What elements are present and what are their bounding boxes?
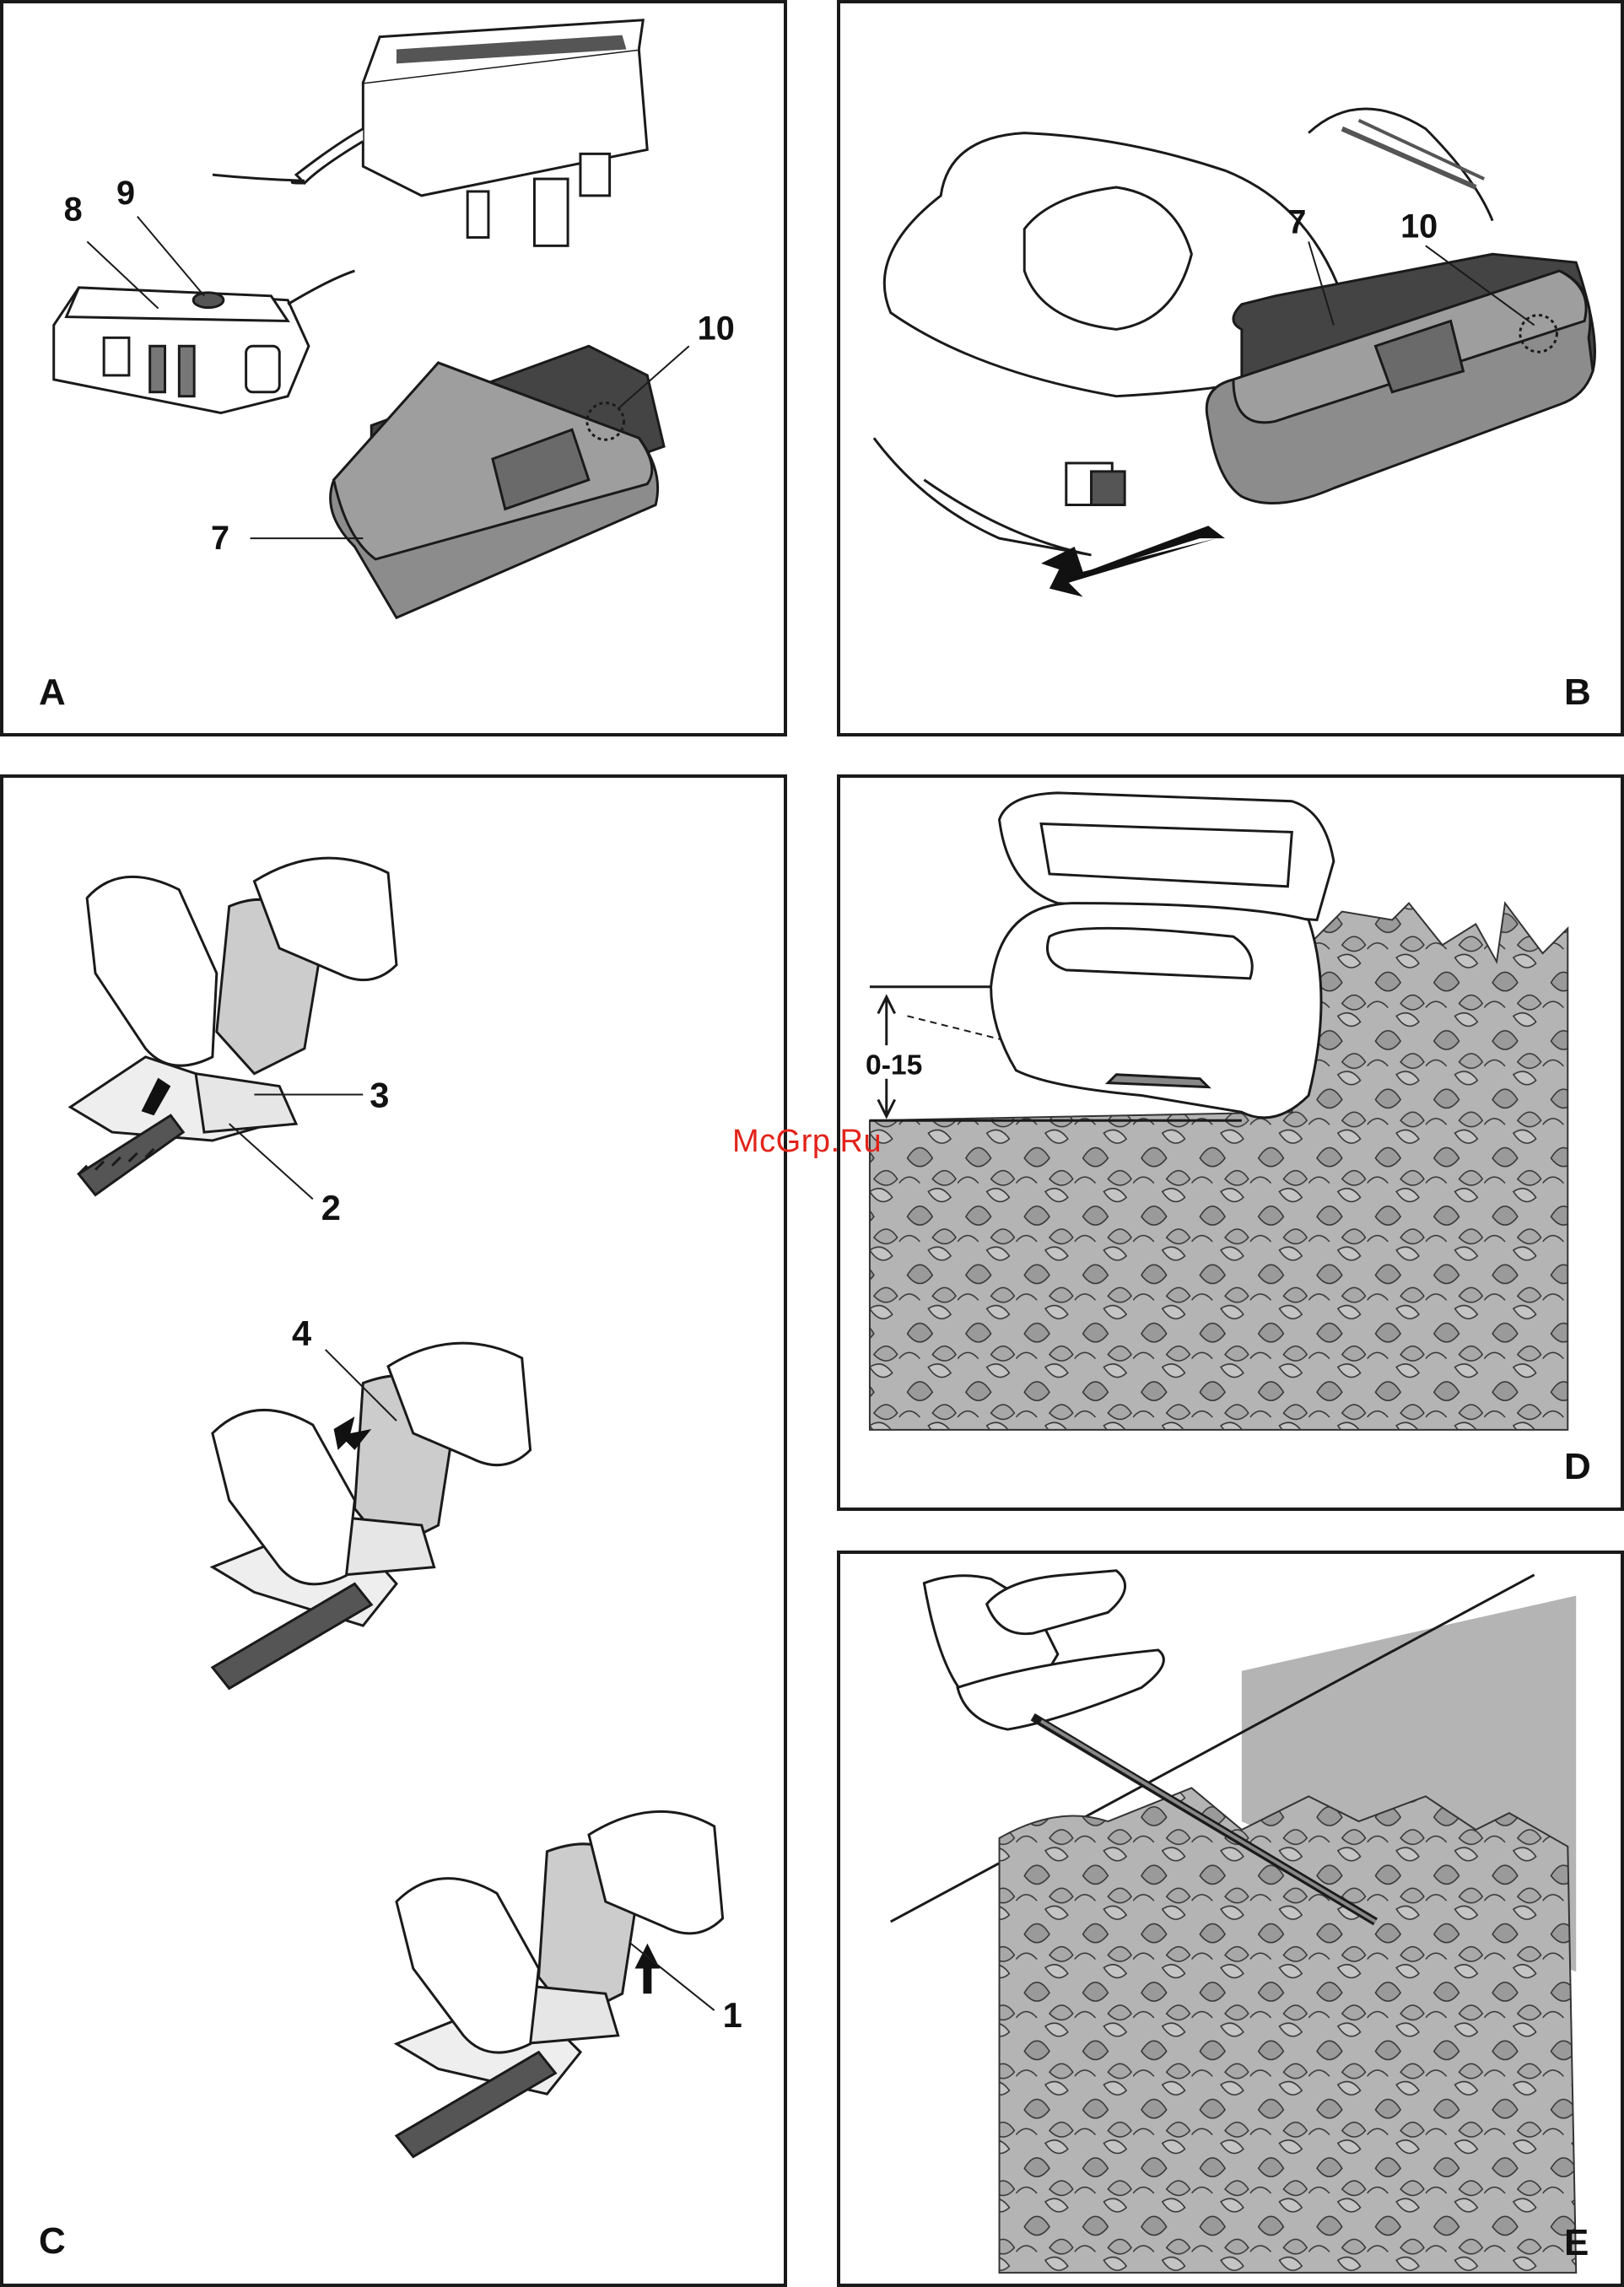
callout-label-8: 8 <box>64 191 83 229</box>
measure-arrow-up <box>878 997 895 1045</box>
callout-label-7: 7 <box>211 520 229 557</box>
figure-b-battery-insertion: 7 10 <box>840 3 1621 733</box>
callout-4: 4 <box>292 1313 397 1421</box>
panel-letter-d: D <box>1564 1448 1591 1486</box>
panel-letter-a: A <box>39 674 66 711</box>
figure-c-switching-on: 3 2 4 <box>3 778 784 2284</box>
mains-adaptor <box>292 20 647 246</box>
measure-arrow-down <box>878 1079 895 1117</box>
callout-10: 10 <box>618 310 735 408</box>
panel-letter-c: C <box>39 2223 66 2260</box>
panel-letter-e: E <box>1564 2225 1589 2262</box>
panel-letter-b: B <box>1564 674 1591 711</box>
callout-label-10: 10 <box>698 310 735 347</box>
step-3-trimmer <box>397 1811 723 2156</box>
panel-b: 7 10 B <box>837 0 1624 736</box>
callout-label-7-b: 7 <box>1287 203 1306 240</box>
panel-a: 8 9 10 7 A <box>0 0 787 736</box>
trimmer-d <box>991 793 1334 1118</box>
callout-label-10-b: 10 <box>1400 208 1438 245</box>
callout-label-2: 2 <box>321 1188 341 1227</box>
callout-2: 2 <box>229 1124 341 1227</box>
battery-pack <box>331 346 664 618</box>
hedge-front <box>1000 1788 1577 2273</box>
panel-d: 0-15 D <box>837 774 1624 1511</box>
figure-a-charger-battery: 8 9 10 7 <box>3 3 784 733</box>
step-1-trimmer <box>70 858 397 1195</box>
callout-label-9: 9 <box>116 175 135 212</box>
watermark: McGrp.Ru <box>732 1124 882 1160</box>
panel-e: E <box>837 1551 1624 2287</box>
figure-e-side-cutting <box>840 1554 1621 2284</box>
panel-c: 3 2 4 <box>0 774 787 2287</box>
callout-label-4: 4 <box>292 1313 311 1353</box>
measure-label: 0-15 <box>866 1050 922 1081</box>
charger-base <box>54 271 355 413</box>
callout-label-3: 3 <box>370 1075 389 1114</box>
callout-label-1: 1 <box>723 1995 742 2035</box>
figure-d-cutting-angle: 0-15 <box>840 778 1621 1508</box>
callout-9: 9 <box>116 175 204 296</box>
